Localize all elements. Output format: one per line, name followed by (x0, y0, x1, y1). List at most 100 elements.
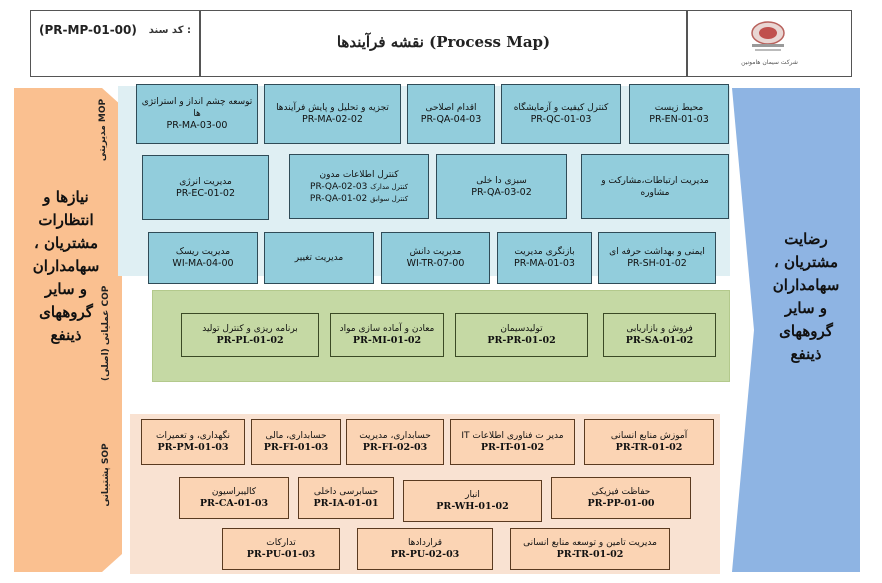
process-box-internal-audit[interactable]: حسابرسی داخلی PR-IA-01-01 (298, 477, 394, 519)
title-cell: نقشه فرآیندها (Process Map) (200, 10, 687, 77)
process-title: حسابداری، مالی (265, 431, 327, 441)
process-title: حفاظت فیزیکی (591, 487, 651, 497)
process-title: معادن و آماده سازی مواد (339, 324, 435, 334)
process-box-management-review[interactable]: بازنگری مدیریت PR-MA-01-03 (497, 232, 592, 284)
process-code-docs: PR-QA-02-03 (310, 181, 368, 192)
process-code: PR-QA-01-02 کنترل سوابق (310, 193, 408, 205)
process-title: بازنگری مدیریت (514, 247, 575, 257)
process-box-warehouse[interactable]: انبار PR-WH-01-02 (403, 480, 542, 522)
process-title: فروش و بازاریابی (626, 324, 693, 334)
process-title: سبزی دا خلی (476, 175, 527, 186)
input-line: ذینفع (50, 326, 82, 344)
process-title: کنترل اطلاعات مدون (319, 169, 399, 180)
process-code: PR-PU-02-03 (390, 549, 460, 560)
process-title: حسابرسی داخلی (313, 487, 379, 497)
process-box-cement-production[interactable]: تولیدسیمان PR-PR-01-02 (455, 313, 588, 357)
process-title: اقدام اصلاحی (425, 103, 477, 113)
output-line: گروههای (779, 322, 833, 340)
process-title: مدیریت دانش (409, 247, 462, 257)
process-title: مدیریت ریسک (175, 247, 231, 257)
lane-label-support: پشتیبانی SOP (101, 443, 111, 507)
output-line: و سایر (784, 299, 828, 317)
input-line: گروههای (39, 303, 93, 321)
input-line: و سایر (44, 280, 88, 298)
process-title: محیط زیست (654, 103, 704, 113)
process-box-calibration[interactable]: کالیبراسیون PR-CA-01-03 (179, 477, 289, 519)
process-code: PR-IT-01-02 (480, 442, 545, 453)
lane-label-core: عملیاتی (اصلی) COP (101, 286, 111, 381)
process-code: PR-IA-01-01 (313, 498, 379, 509)
process-title: تجزیه و تحلیل و پایش فرآیندها (276, 103, 389, 113)
process-box-risk-management[interactable]: مدیریت ریسک WI-MA-04-00 (148, 232, 258, 284)
process-code: PR-FI-02-03 (362, 442, 428, 453)
process-box-management-accounting[interactable]: حسابداری، مدیریت PR-FI-02-03 (346, 419, 444, 465)
input-line: انتظارات (38, 211, 94, 229)
left-arrow-shape (14, 88, 122, 572)
process-code: PR-SA-01-02 (625, 335, 694, 346)
process-subtitle: کنترل سوابق (370, 194, 409, 203)
process-box-sales-marketing[interactable]: فروش و بازاریابی PR-SA-01-02 (603, 313, 716, 357)
document-code: (PR-MP-01-00) (39, 23, 137, 37)
process-code: PR-QA-03-02 (471, 186, 532, 198)
process-box-documented-info[interactable]: کنترل اطلاعات مدون PR-QA-02-03 کنترل مدا… (289, 154, 429, 219)
process-box-internal-audit-qa[interactable]: سبزی دا خلی PR-QA-03-02 (436, 154, 567, 219)
process-code: PR-EC-01-02 (175, 187, 236, 199)
process-code: PR-PM-01-03 (157, 442, 229, 453)
process-code: PR-PL-01-02 (216, 335, 284, 346)
output-line: سهامداران (772, 276, 840, 294)
process-box-process-analysis[interactable]: تجزیه و تحلیل و پایش فرآیندها PR-MA-02-0… (264, 84, 401, 144)
process-box-quality-control[interactable]: کنترل کیفیت و آزمایشگاه PR-QC-01-03 (501, 84, 621, 144)
process-code: PR-MI-01-02 (352, 335, 422, 346)
process-box-energy-management[interactable]: مدیریت انرژی PR-EC-01-02 (142, 155, 269, 220)
company-logo-icon (751, 21, 785, 51)
process-box-change-management[interactable]: مدیریت تغییر (264, 232, 374, 284)
process-title: مدیریت انرژی (179, 176, 232, 187)
process-title: کنترل کیفیت و آزمایشگاه (513, 103, 609, 113)
company-name: شرکت سیمان هامونین (741, 59, 798, 66)
process-box-physical-security[interactable]: حفاظت فیزیکی PR-PP-01-00 (551, 477, 691, 519)
process-code: PR-MA-01-03 (514, 258, 575, 269)
process-box-hr-training[interactable]: آموزش منابع انسانی PR-TR-01-02 (584, 419, 714, 465)
process-code: PR-QA-02-03 کنترل مدارک (310, 181, 408, 193)
process-box-financial-accounting[interactable]: حسابداری، مالی PR-FI-01-03 (251, 419, 341, 465)
process-box-health-safety[interactable]: ایمنی و بهداشت حرفه ای PR-SH-01-02 (598, 232, 716, 284)
process-box-vision-strategy[interactable]: توسعه چشم انداز و استراتژی ها PR-MA-03-0… (136, 84, 258, 144)
process-code: PR-QC-01-03 (530, 114, 592, 125)
process-code: PR-EN-01-03 (649, 114, 709, 125)
process-code: PR-TR-01-02 (556, 549, 624, 560)
process-box-hr-supply[interactable]: مدیریت تامین و توسعه منابع انسانی PR-TR-… (510, 528, 670, 570)
input-arrow-text: نیازها و انتظارات مشتریان ، سهامداران و … (18, 186, 114, 347)
process-box-environment[interactable]: محیط زیست PR-EN-01-03 (629, 84, 729, 144)
process-code: PR-SH-01-02 (627, 258, 687, 269)
process-box-contracts[interactable]: قراردادها PR-PU-02-03 (357, 528, 493, 570)
process-title: ایمنی و بهداشت حرفه ای (609, 247, 705, 257)
process-code: PR-PP-01-00 (587, 498, 655, 509)
process-title: حسابداری، مدیریت (359, 431, 431, 441)
process-title: انبار (465, 490, 480, 500)
process-code: WI-TR-07-00 (406, 258, 465, 269)
output-arrow: رضایت مشتریان ، سهامداران و سایر گروههای… (732, 88, 862, 572)
output-arrow-text: رضایت مشتریان ، سهامداران و سایر گروههای… (756, 228, 856, 366)
output-line: ذینفع (790, 345, 822, 363)
process-box-communications[interactable]: مدیریت ارتباطات،مشارکت و مشاوره (581, 154, 729, 219)
process-box-mining-materials[interactable]: معادن و آماده سازی مواد PR-MI-01-02 (330, 313, 444, 357)
input-line: نیازها و (43, 188, 89, 206)
process-box-it-management[interactable]: مدیر ت فناوری اطلاعات IT PR-IT-01-02 (450, 419, 575, 465)
input-arrow: نیازها و انتظارات مشتریان ، سهامداران و … (14, 88, 124, 572)
process-box-knowledge-management[interactable]: مدیریت دانش WI-TR-07-00 (381, 232, 490, 284)
input-line: سهامداران (32, 257, 100, 275)
process-title: برنامه ریزی و کنترل تولید (202, 324, 298, 334)
process-code: PR-QA-04-03 (420, 114, 482, 125)
page-title: نقشه فرآیندها (Process Map) (336, 33, 551, 51)
process-title: آموزش منابع انسانی (610, 431, 688, 441)
process-box-production-planning[interactable]: برنامه ریزی و کنترل تولید PR-PL-01-02 (181, 313, 319, 357)
right-arrow-shape (732, 88, 860, 572)
lane-label-management: مدیریتی MOP (98, 98, 108, 162)
process-title: مدیریت ارتباطات،مشارکت و مشاوره (601, 175, 709, 198)
process-box-corrective-action[interactable]: اقدام اصلاحی PR-QA-04-03 (407, 84, 495, 144)
process-code: PR-WH-01-02 (436, 501, 509, 512)
process-box-maintenance[interactable]: نگهداری، و تعمیرات PR-PM-01-03 (141, 419, 245, 465)
process-title: توسعه چشم انداز و استراتژی ها (141, 97, 253, 119)
process-title: کالیبراسیون (211, 487, 257, 497)
process-box-procurement[interactable]: تدارکات PR-PU-01-03 (222, 528, 340, 570)
